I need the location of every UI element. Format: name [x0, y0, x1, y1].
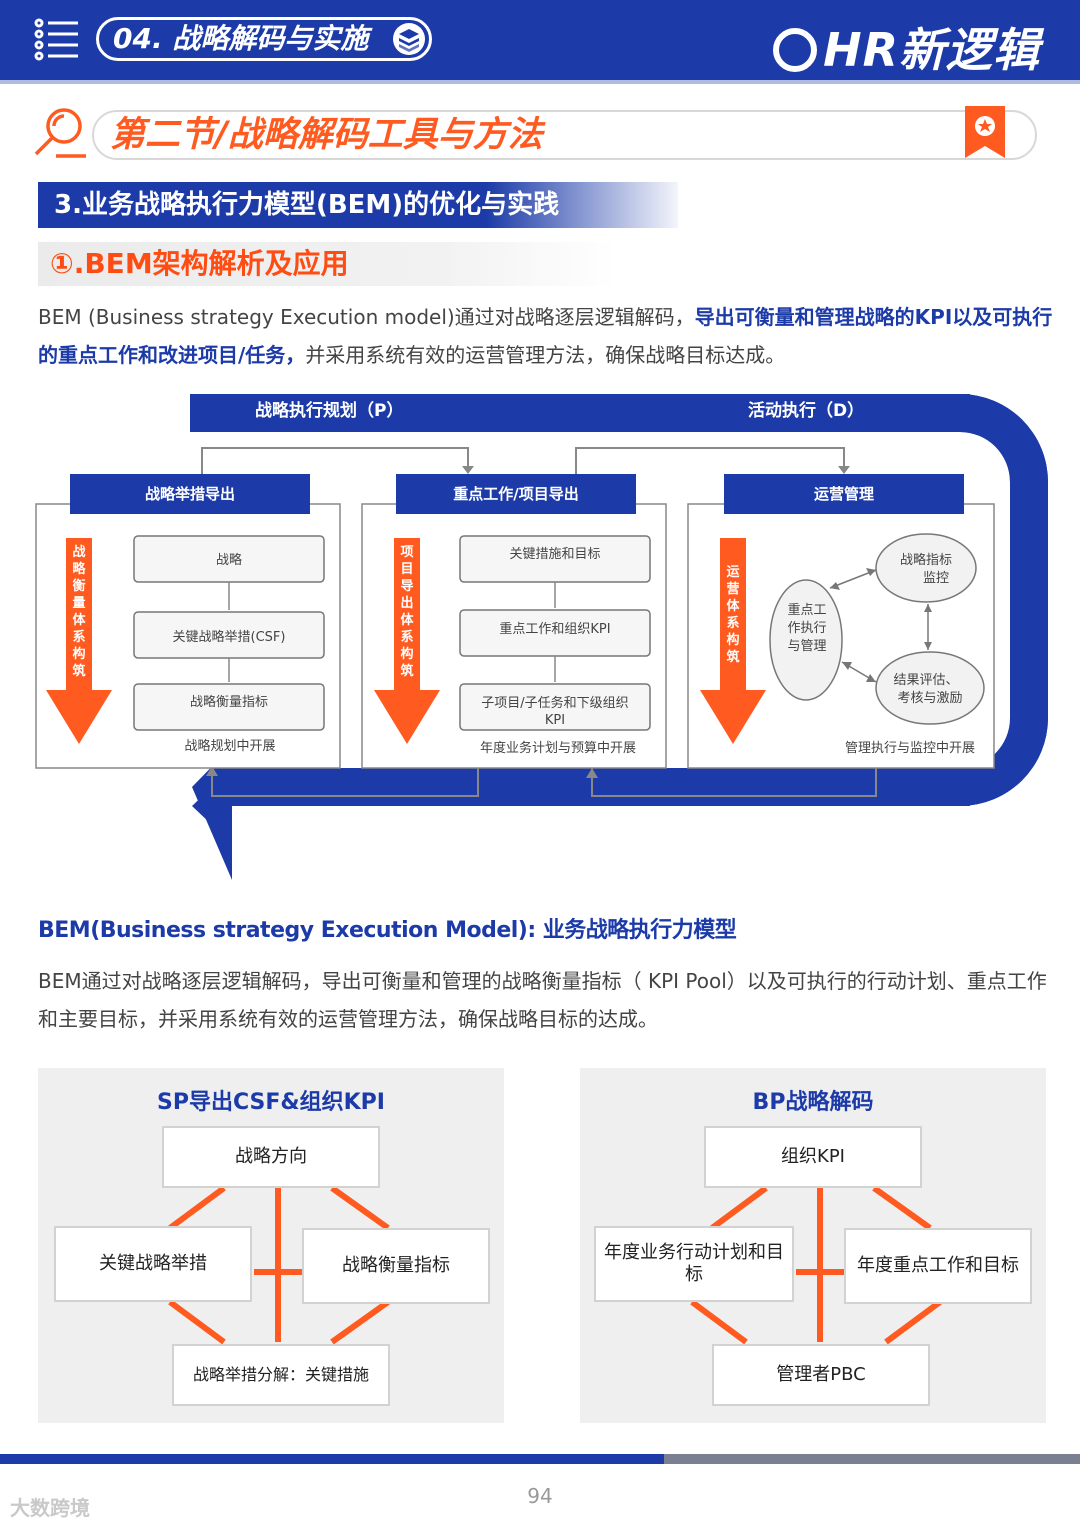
chapter-label: 04. 战略解码与实施: [96, 17, 432, 61]
intro-paragraph: BEM (Business strategy Execution model)通…: [38, 298, 1058, 374]
footer-bar-blue: [0, 1454, 664, 1464]
down-arrow-icon: [374, 538, 440, 744]
panel2-box1: 关键措施和目标: [509, 547, 600, 562]
magnifier-icon: [34, 108, 86, 158]
bp-connectors: [690, 1185, 942, 1345]
sp-box-left: 关键战略举措: [54, 1226, 252, 1302]
footer-bar-gray: [664, 1454, 1080, 1464]
section-title: 第二节/战略解码工具与方法: [110, 115, 543, 155]
bp-panel: BP战略解码 组织KPI 年度业务行动计划和目标 年度重点工作和目标 管理者PB…: [580, 1068, 1046, 1423]
panel1-vertical: 战略衡量体系构筑: [72, 544, 86, 679]
sp-connectors: [168, 1185, 390, 1345]
model-description: BEM通过对战略逐层逻辑解码，导出可衡量和管理的战略衡量指标（ KPI Pool…: [38, 969, 1047, 1031]
panel3-vertical: 运营体系构筑: [726, 565, 740, 665]
watermark: 大数跨境: [10, 1496, 90, 1520]
bem-diagram: 战略执行规划（P） 活动执行（D） 战略目标达成与改善（A） 监控与分析（C） …: [35, 394, 1048, 880]
down-arrow-icon: [46, 538, 112, 744]
loop-act-label: 战略目标达成与改善（A）: [246, 814, 446, 835]
intro-highlight: 导出可衡量和管理战略的KPI以及可执行的重点工作和改进项目/任务，: [38, 305, 1053, 367]
loop-check-label: 监控与分析（C）: [766, 814, 897, 835]
ellipse-monitor-l1: 战略指标: [900, 552, 952, 568]
subsubsection-banner: ①.BEM架构解析及应用: [38, 242, 618, 286]
panel3-head: 运营管理: [814, 485, 874, 503]
brand-text: HR新逻辑: [823, 23, 1040, 77]
sp-box-top: 战略方向: [162, 1126, 380, 1188]
ellipse-monitor-l2: 监控: [923, 571, 949, 586]
bookmark-icon: [965, 106, 1005, 158]
sp-panel: SP导出CSF&组织KPI 战略方向 关键战略举措 战略衡量指标 战略举措分解：…: [38, 1068, 504, 1423]
panel1-box3: 战略衡量指标: [190, 694, 268, 710]
ellipse-exec-l1: 重点工: [787, 602, 826, 618]
header-divider: [0, 80, 1080, 84]
section-title-bar: [92, 110, 1037, 160]
bp-box-bottom: 管理者PBC: [712, 1344, 930, 1406]
top-header-bar: [0, 0, 1080, 80]
sp-box-bottom: 战略举措分解：关键措施: [172, 1344, 390, 1406]
ellipse-exec-l2: 作执行: [787, 621, 826, 636]
panel3-footer: 管理执行与监控中开展: [845, 741, 975, 756]
subsection-banner: 3.业务战略执行力模型(BEM)的优化与实践: [38, 182, 678, 228]
loop-do-label: 活动执行（D）: [748, 400, 864, 421]
intro-part1: BEM (Business strategy Execution model)通…: [38, 305, 695, 329]
bp-box-left: 年度业务行动计划和目标: [594, 1226, 794, 1302]
down-arrow-icon: [700, 538, 766, 744]
panel1-head: 战略举措导出: [145, 485, 235, 503]
intro-part2: 并采用系统有效的运营管理方法，确保战略目标达成。: [305, 343, 786, 367]
sp-panel-title: SP导出CSF&组织KPI: [157, 1090, 385, 1115]
model-title: BEM(Business strategy Execution Model): …: [38, 918, 737, 943]
ellipse-eval-l1: 结果评估、: [893, 673, 958, 688]
panel2-box3: 子项目/子任务和下级组织: [481, 695, 628, 711]
sp-box-right: 战略衡量指标: [302, 1228, 490, 1304]
panel1-box1: 战略: [216, 552, 242, 568]
page-number: 94: [527, 1484, 553, 1508]
menu-icon[interactable]: [34, 18, 80, 62]
panel1-footer: 战略规划中开展: [184, 738, 275, 754]
panel2-vertical: 项目导出体系构筑: [400, 545, 414, 679]
panel2-head: 重点工作/项目导出: [453, 485, 578, 503]
panel1-box2: 关键战略举措(CSF): [173, 629, 286, 645]
loop-plan-label: 战略执行规划（P）: [255, 400, 403, 421]
panel2-box2: 重点工作和组织KPI: [499, 621, 610, 637]
ellipse-eval-l2: 考核与激励: [897, 691, 962, 706]
stack-icon: [393, 23, 425, 55]
chapter-text: 04. 战略解码与实施: [113, 22, 369, 55]
ellipse-exec-l3: 与管理: [787, 639, 826, 654]
panel2-footer: 年度业务计划与预算中开展: [480, 740, 636, 756]
bp-panel-title: BP战略解码: [752, 1090, 874, 1115]
panel2-box3b: KPI: [545, 713, 565, 728]
bp-box-right: 年度重点工作和目标: [844, 1228, 1032, 1304]
bp-box-top: 组织KPI: [704, 1126, 922, 1188]
brand-logo: HR新逻辑: [773, 14, 1040, 80]
